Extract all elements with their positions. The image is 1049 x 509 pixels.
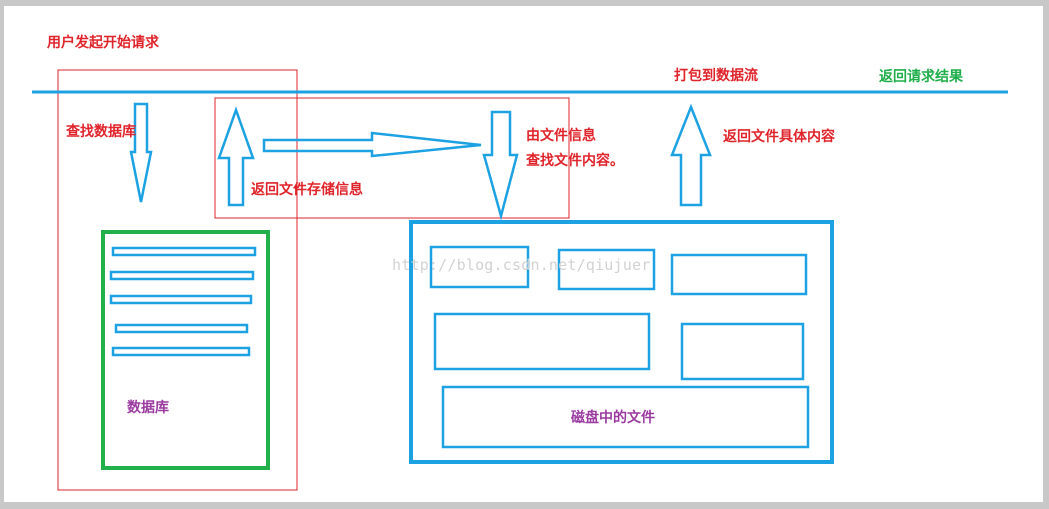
disk-file-block-2	[557, 248, 656, 291]
arrow-down-to-disk	[482, 110, 519, 221]
arrow-down-query-db	[129, 102, 153, 203]
database-box	[101, 230, 270, 470]
arrow-right-to-file-lookup	[262, 131, 482, 158]
disk-file-block-5	[680, 322, 805, 381]
arrow-up-return-storage	[217, 106, 255, 207]
label-return-result: 返回请求结果	[879, 69, 963, 85]
disk-box	[409, 220, 834, 464]
label-by-file-info-1: 由文件信息	[526, 128, 596, 144]
db-query-highlight-box	[57, 69, 298, 491]
label-pack-stream: 打包到数据流	[674, 68, 758, 84]
db-record-4	[114, 323, 249, 334]
db-record-2	[109, 270, 255, 281]
watermark-text: http://blog.csdn.net/qiujuer	[392, 256, 651, 274]
arrow-up-return-content	[670, 103, 712, 207]
disk-file-block-1	[429, 245, 530, 289]
label-query-db: 查找数据库	[66, 124, 136, 140]
label-database: 数据库	[127, 400, 169, 416]
label-return-storage-info: 返回文件存储信息	[251, 182, 363, 198]
label-disk-files: 磁盘中的文件	[571, 410, 655, 426]
disk-file-block-3	[670, 253, 808, 296]
label-by-file-info-2: 查找文件内容。	[526, 153, 624, 169]
storage-info-highlight-box	[214, 97, 570, 219]
disk-file-block-4	[433, 312, 651, 371]
db-record-5	[111, 346, 251, 357]
label-user-request: 用户发起开始请求	[47, 35, 159, 51]
db-record-3	[109, 294, 253, 305]
label-return-content: 返回文件具体内容	[723, 129, 835, 145]
db-record-1	[111, 246, 257, 257]
disk-file-block-6	[441, 385, 810, 449]
